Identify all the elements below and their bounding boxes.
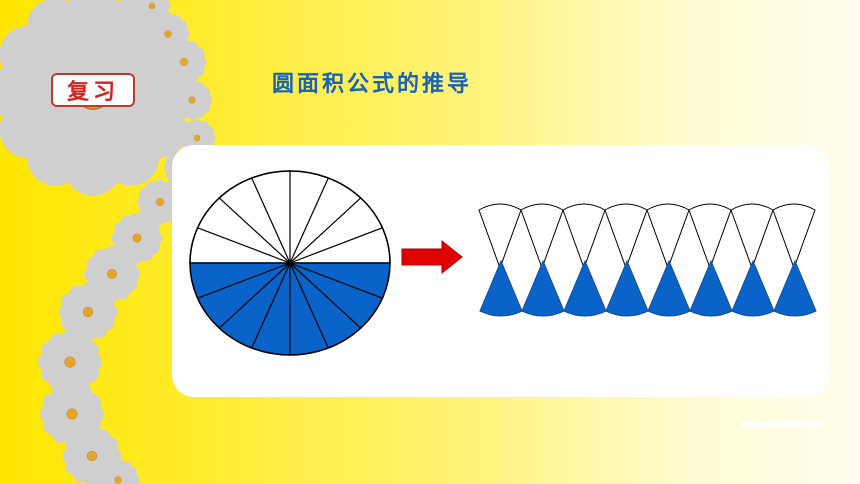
white-sector xyxy=(772,203,816,270)
sector-radius xyxy=(197,262,291,299)
sector-radius xyxy=(289,227,383,264)
blue-sector xyxy=(479,259,523,317)
white-sector xyxy=(562,203,606,270)
sector-radius xyxy=(218,197,291,264)
blue-sector xyxy=(605,259,649,317)
sectored-circle xyxy=(189,170,391,356)
sector-radius xyxy=(197,227,291,264)
sector-radius xyxy=(289,262,329,349)
white-sector xyxy=(646,203,690,270)
sector-radius xyxy=(251,262,291,349)
blue-sector xyxy=(689,259,733,317)
review-badge: 复习 xyxy=(51,73,135,107)
decorative-bar xyxy=(742,421,822,428)
sector-radius xyxy=(289,262,383,299)
white-sector xyxy=(520,203,564,270)
right-arrow-icon xyxy=(401,239,463,275)
sector-radius xyxy=(218,262,291,329)
blue-sector xyxy=(521,259,565,317)
rearranged-sectors xyxy=(478,203,817,317)
blue-sector xyxy=(731,259,775,317)
blue-sector xyxy=(563,259,607,317)
circle-area-diagram xyxy=(189,170,817,356)
white-sector xyxy=(478,203,522,270)
blue-sector xyxy=(647,259,691,317)
sector-radius xyxy=(289,262,362,329)
white-sector xyxy=(604,203,648,270)
white-sector xyxy=(730,203,774,270)
sector-radius xyxy=(289,177,329,264)
blue-sector xyxy=(773,259,817,317)
page-title: 圆面积公式的推导 xyxy=(272,72,473,97)
content-panel xyxy=(172,145,829,397)
white-sector xyxy=(688,203,732,270)
sector-radius xyxy=(289,197,362,264)
sector-radius xyxy=(251,177,291,264)
